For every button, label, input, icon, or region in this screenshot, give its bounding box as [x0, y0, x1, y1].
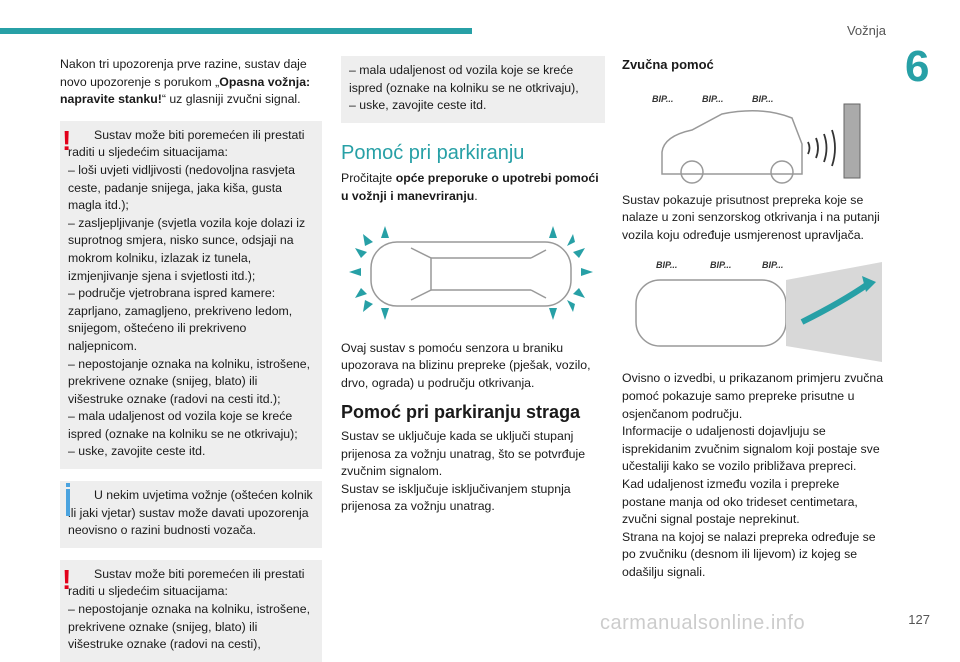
watermark: carmanualsonline.info	[600, 612, 806, 634]
warning-item: – mala udaljenost od vozila koje se kreć…	[349, 63, 579, 95]
warning-item: – mala udaljenost od vozila koje se kreć…	[68, 409, 298, 441]
warning-item: – uske, zavojite ceste itd.	[68, 444, 206, 459]
info-icon	[66, 483, 70, 517]
audible-assist-illustration-side: BIP... BIP... BIP...	[652, 94, 861, 184]
warning-item: – nepostojanje oznaka na kolniku, istroš…	[68, 602, 310, 652]
chapter-color-bar	[0, 28, 472, 34]
info-note: U nekim uvjetima vožnje (oštećen kolnik …	[60, 481, 322, 548]
bip-label: BIP...	[652, 94, 673, 104]
warning-item: – uske, zavojite ceste itd.	[349, 98, 487, 113]
warning-exclamation-icon: !	[62, 563, 72, 595]
warning-lead: Sustav može biti poremećen ili prestati …	[68, 127, 305, 160]
system-description: Ovaj sustav s pomoću senzora u braniku u…	[341, 340, 591, 390]
subsection-heading: Pomoć pri parkiranju straga	[341, 402, 581, 423]
assist-detail: Kad udaljenost između vozila i prepreke …	[622, 476, 858, 527]
warning-note-1: ! Sustav može biti poremećen ili prestat…	[60, 120, 322, 470]
rear-assist-paragraph: Sustav se isključuje isključivanjem stup…	[341, 481, 571, 514]
bip-label: BIP...	[656, 260, 677, 270]
warning-exclamation-icon: !	[62, 124, 72, 156]
assist-detail: Informacije o udaljenosti dojavljuju se …	[622, 424, 880, 474]
bip-label: BIP...	[752, 94, 773, 104]
column-3: Zvučna pomoć BIP... BIP... BIP... Sustav…	[622, 56, 884, 582]
audible-assist-illustration-top: BIP... BIP... BIP...	[635, 260, 882, 363]
subsection-heading: Zvučna pomoć	[622, 57, 714, 72]
page-number: 127	[908, 612, 930, 627]
assist-description: Sustav pokazuje prisutnost prepreka koje…	[622, 192, 880, 242]
info-text: U nekim uvjetima vožnje (oštećen kolnik …	[68, 488, 313, 538]
bip-label: BIP...	[762, 260, 783, 270]
rear-assist-paragraph: Sustav se uključuje kada se uključi stup…	[341, 428, 586, 479]
warning-note-2: ! Sustav može biti poremećen ili prestat…	[60, 559, 322, 662]
warning-item: – loši uvjeti vidljivosti (nedovoljna ra…	[68, 162, 295, 213]
bip-label: BIP...	[702, 94, 723, 104]
assist-detail: Strana na kojoj se nalazi prepreka određ…	[622, 529, 876, 579]
read-advice: Pročitajte opće preporuke o upotrebi pom…	[341, 171, 599, 203]
column-2: – mala udaljenost od vozila koje se kreć…	[341, 56, 605, 516]
assist-detail: Ovisno o izvedbi, u prikazanom primjeru …	[622, 371, 884, 421]
sensor-coverage-illustration	[349, 225, 593, 320]
warning-note-continued: – mala udaljenost od vozila koje se kreć…	[341, 56, 605, 123]
section-title: Vožnja	[846, 23, 886, 38]
warning-item: – područje vjetrobrana ispred kamere: za…	[68, 286, 293, 353]
chapter-number: 6	[905, 42, 930, 91]
section-heading: Pomoć pri parkiranju	[341, 141, 525, 164]
warning-lead: Sustav može biti poremećen ili prestati …	[68, 566, 305, 599]
column-1: Nakon tri upozorenja prve razine, sustav…	[60, 56, 322, 662]
bip-label: BIP...	[710, 260, 731, 270]
warning-item: – zasljepljivanje (svjetla vozila koje d…	[68, 215, 306, 283]
intro-paragraph: Nakon tri upozorenja prve razine, sustav…	[60, 57, 311, 107]
warning-item: – nepostojanje oznaka na kolniku, istroš…	[68, 356, 310, 406]
